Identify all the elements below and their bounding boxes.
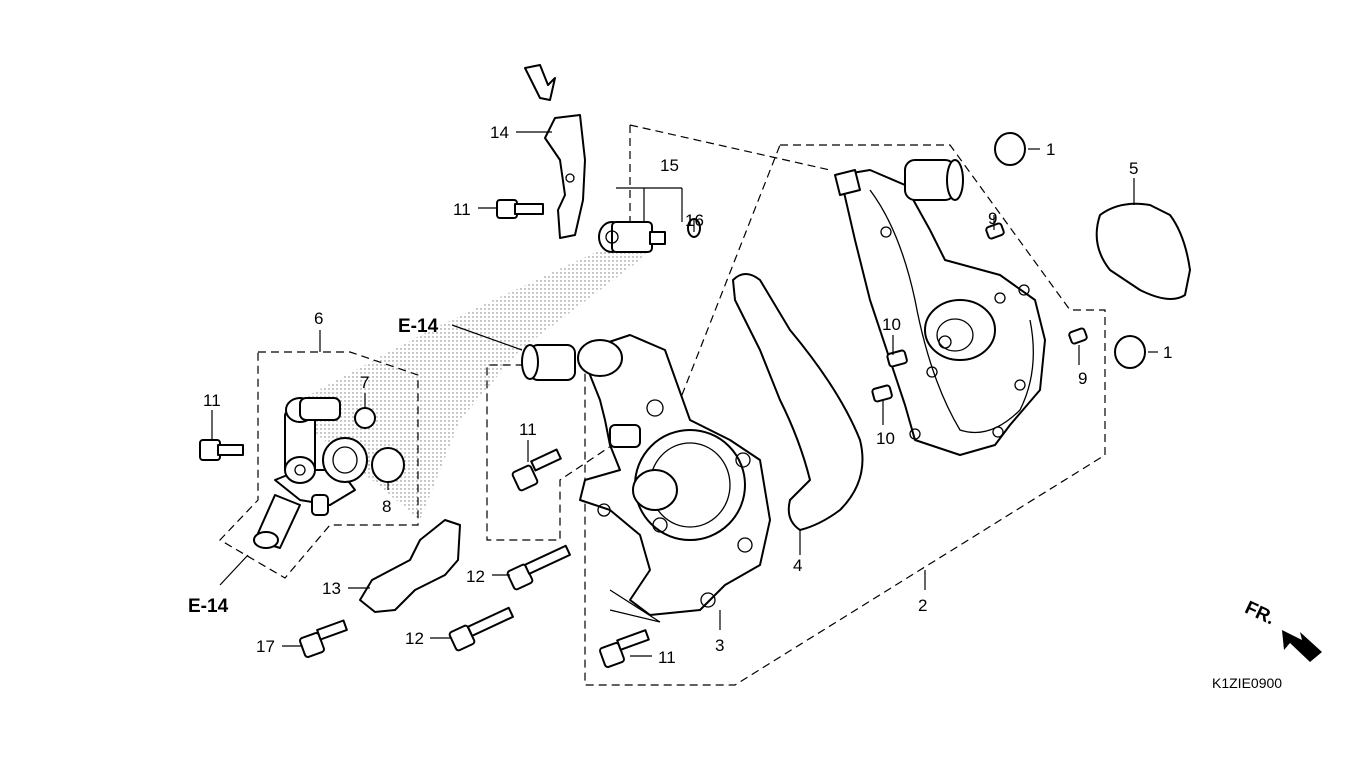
callout-13: 13	[322, 579, 341, 598]
callout-16: 16	[685, 211, 704, 230]
callout-14: 14	[490, 123, 509, 142]
cross-ref-upper: E-14	[398, 316, 439, 337]
thermostat-housing-part-6	[253, 397, 368, 549]
bolt-part-11-bottom	[599, 629, 650, 668]
oring-part-8	[371, 447, 405, 483]
callout-12-lower: 12	[405, 629, 424, 648]
callout-10-lower: 10	[876, 429, 895, 448]
callout-3: 3	[715, 636, 724, 655]
bolt-part-12-upper	[506, 544, 571, 591]
gasket-part-5	[1095, 202, 1191, 300]
cross-ref-lower: E-14	[188, 596, 229, 617]
callout-11-top: 11	[453, 200, 471, 219]
pump-cover-part-3	[521, 334, 771, 616]
bolt-part-11-middle	[511, 448, 562, 492]
callout-12-upper: 12	[466, 567, 485, 586]
oring-part-1-lower	[1114, 335, 1146, 369]
oring-part-1-upper	[994, 132, 1026, 166]
bolt-part-11-top	[496, 199, 544, 219]
callout-8: 8	[382, 497, 391, 516]
dowel-part-10-upper	[886, 349, 908, 368]
callout-1-upper: 1	[1046, 140, 1055, 159]
front-indicator-label: FR.	[1241, 597, 1278, 629]
bolt-part-12-lower	[448, 606, 514, 652]
callout-11-middle: 11	[519, 420, 537, 439]
callout-5: 5	[1129, 159, 1138, 178]
callout-9-lower: 9	[1078, 369, 1087, 388]
callout-15: 15	[660, 156, 679, 175]
dowel-part-10-lower	[871, 384, 893, 403]
callout-4: 4	[793, 556, 802, 575]
callout-6: 6	[314, 309, 323, 328]
front-direction-arrow: FR.	[1241, 597, 1322, 662]
dowel-part-9-upper	[985, 222, 1005, 240]
dowel-part-9-lower	[1068, 327, 1088, 345]
leader-lines	[211, 131, 1158, 657]
callout-17: 17	[256, 637, 275, 656]
callout-11-left: 11	[203, 391, 221, 410]
bracket-part-14	[524, 64, 586, 239]
callout-7: 7	[360, 373, 369, 392]
oring-part-7	[354, 407, 376, 429]
reference-code: K1ZIE0900	[1212, 675, 1282, 691]
pump-body-part-2	[834, 159, 1046, 456]
callout-11-bottom: 11	[658, 648, 676, 667]
sensor-part-15	[598, 221, 666, 253]
gasket-part-4	[732, 273, 864, 531]
callouts: 1 1 2 3 4 5 6 7 8 9 9 10 10 11 11 11 11 …	[203, 123, 1172, 667]
callout-10-upper: 10	[882, 315, 901, 334]
dowel-pins	[871, 222, 1088, 403]
callout-2: 2	[918, 596, 927, 615]
callout-9-upper: 9	[988, 209, 997, 228]
bolt-part-17	[299, 619, 348, 658]
callout-1-lower: 1	[1163, 343, 1172, 362]
bracket-part-13	[359, 519, 461, 613]
bolt-part-11-left	[199, 439, 244, 461]
